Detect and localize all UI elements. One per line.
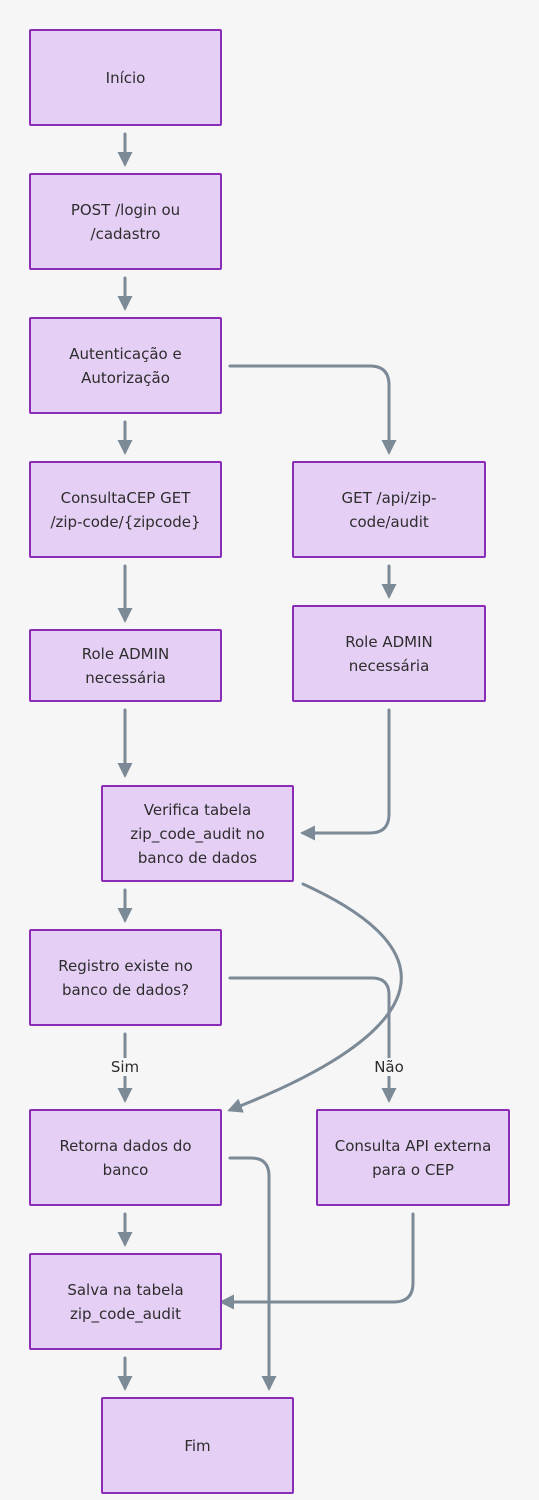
edge-registro-to-api-nao [228,976,397,1103]
node-fim: Fim [101,1397,294,1494]
node-post-login: POST /login ou /cadastro [29,173,222,270]
node-salva-tabela: Salva na tabela zip_code_audit [29,1253,222,1350]
edge-label-sim: Sim [108,1058,142,1076]
edge-api-to-salva [219,1212,415,1310]
node-retorna-dados: Retorna dados do banco [29,1109,222,1206]
node-consulta-cep: ConsultaCEP GET /zip-code/{zipcode} [29,461,222,558]
node-role-admin-right: Role ADMIN necessária [292,605,486,702]
node-autenticacao: Autenticação e Autorização [29,317,222,414]
edge-role-right-to-verifica [300,708,391,841]
node-registro-existe: Registro existe no banco de dados? [29,929,222,1026]
node-verifica-tabela: Verifica tabela zip_code_audit no banco … [101,785,294,882]
node-inicio: Início [29,29,222,126]
edge-auth-to-getaudit [228,364,397,455]
node-consulta-api: Consulta API externa para o CEP [316,1109,510,1206]
edge-retorna-to-fim [228,1156,277,1391]
edge-label-nao: Não [372,1058,406,1076]
node-role-admin-left: Role ADMIN necessária [29,629,222,702]
node-get-audit: GET /api/zip-code/audit [292,461,486,558]
edge-verifica-to-retorna [227,882,403,1113]
